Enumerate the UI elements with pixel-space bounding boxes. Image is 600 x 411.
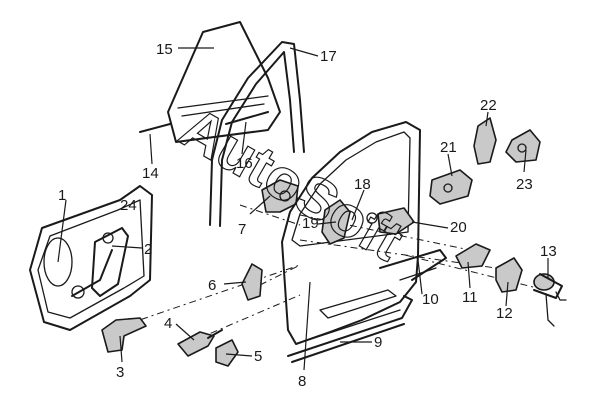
- striker: [473, 117, 497, 165]
- callout-17: 17: [320, 48, 337, 65]
- hinge-bracket: [505, 129, 541, 163]
- callout-15: 15: [156, 41, 173, 58]
- callout-8: 8: [298, 373, 306, 390]
- lock-rod: [379, 249, 447, 281]
- latch-clip: [455, 243, 491, 269]
- door-pin: [177, 329, 223, 357]
- callout-13: 13: [540, 243, 557, 260]
- callout-9: 9: [374, 334, 382, 351]
- callout-21: 21: [440, 139, 457, 156]
- callout-5: 5: [254, 348, 262, 365]
- callout-2: 2: [144, 241, 152, 258]
- callout-19: 19: [302, 215, 319, 232]
- callout-10: 10: [422, 291, 439, 308]
- small-bracket: [215, 339, 239, 367]
- callout-numbers: 1 2 3 4 5 6 7 8 9 10 11 12 13 14 15 16 1…: [58, 41, 557, 390]
- callout-11: 11: [462, 289, 478, 306]
- retaining-bracket: [241, 263, 263, 301]
- lock-cylinder: [533, 273, 567, 327]
- callout-7: 7: [238, 221, 246, 238]
- callout-18: 18: [354, 176, 371, 193]
- door-trim-panel: [29, 185, 153, 331]
- window-regulator: [71, 227, 129, 299]
- callout-1: 1: [58, 187, 66, 204]
- callout-leaders: [57, 47, 549, 371]
- glass-strips: [139, 111, 269, 133]
- door-check: [101, 317, 147, 353]
- callout-16: 16: [236, 155, 253, 172]
- callout-22: 22: [480, 97, 497, 114]
- callout-23: 23: [516, 176, 533, 193]
- callout-3: 3: [116, 364, 124, 381]
- callout-12: 12: [496, 305, 513, 322]
- callout-6: 6: [208, 277, 216, 294]
- door-lock-latch: [495, 257, 523, 293]
- callout-20: 20: [450, 219, 467, 236]
- callout-24: 24: [120, 197, 137, 214]
- door-weatherstrip: [287, 295, 413, 363]
- door-hinge: [429, 169, 473, 205]
- callout-4: 4: [164, 315, 172, 332]
- callout-14: 14: [142, 165, 159, 182]
- door-glass: [167, 21, 281, 143]
- glass-run-channel: [209, 41, 305, 227]
